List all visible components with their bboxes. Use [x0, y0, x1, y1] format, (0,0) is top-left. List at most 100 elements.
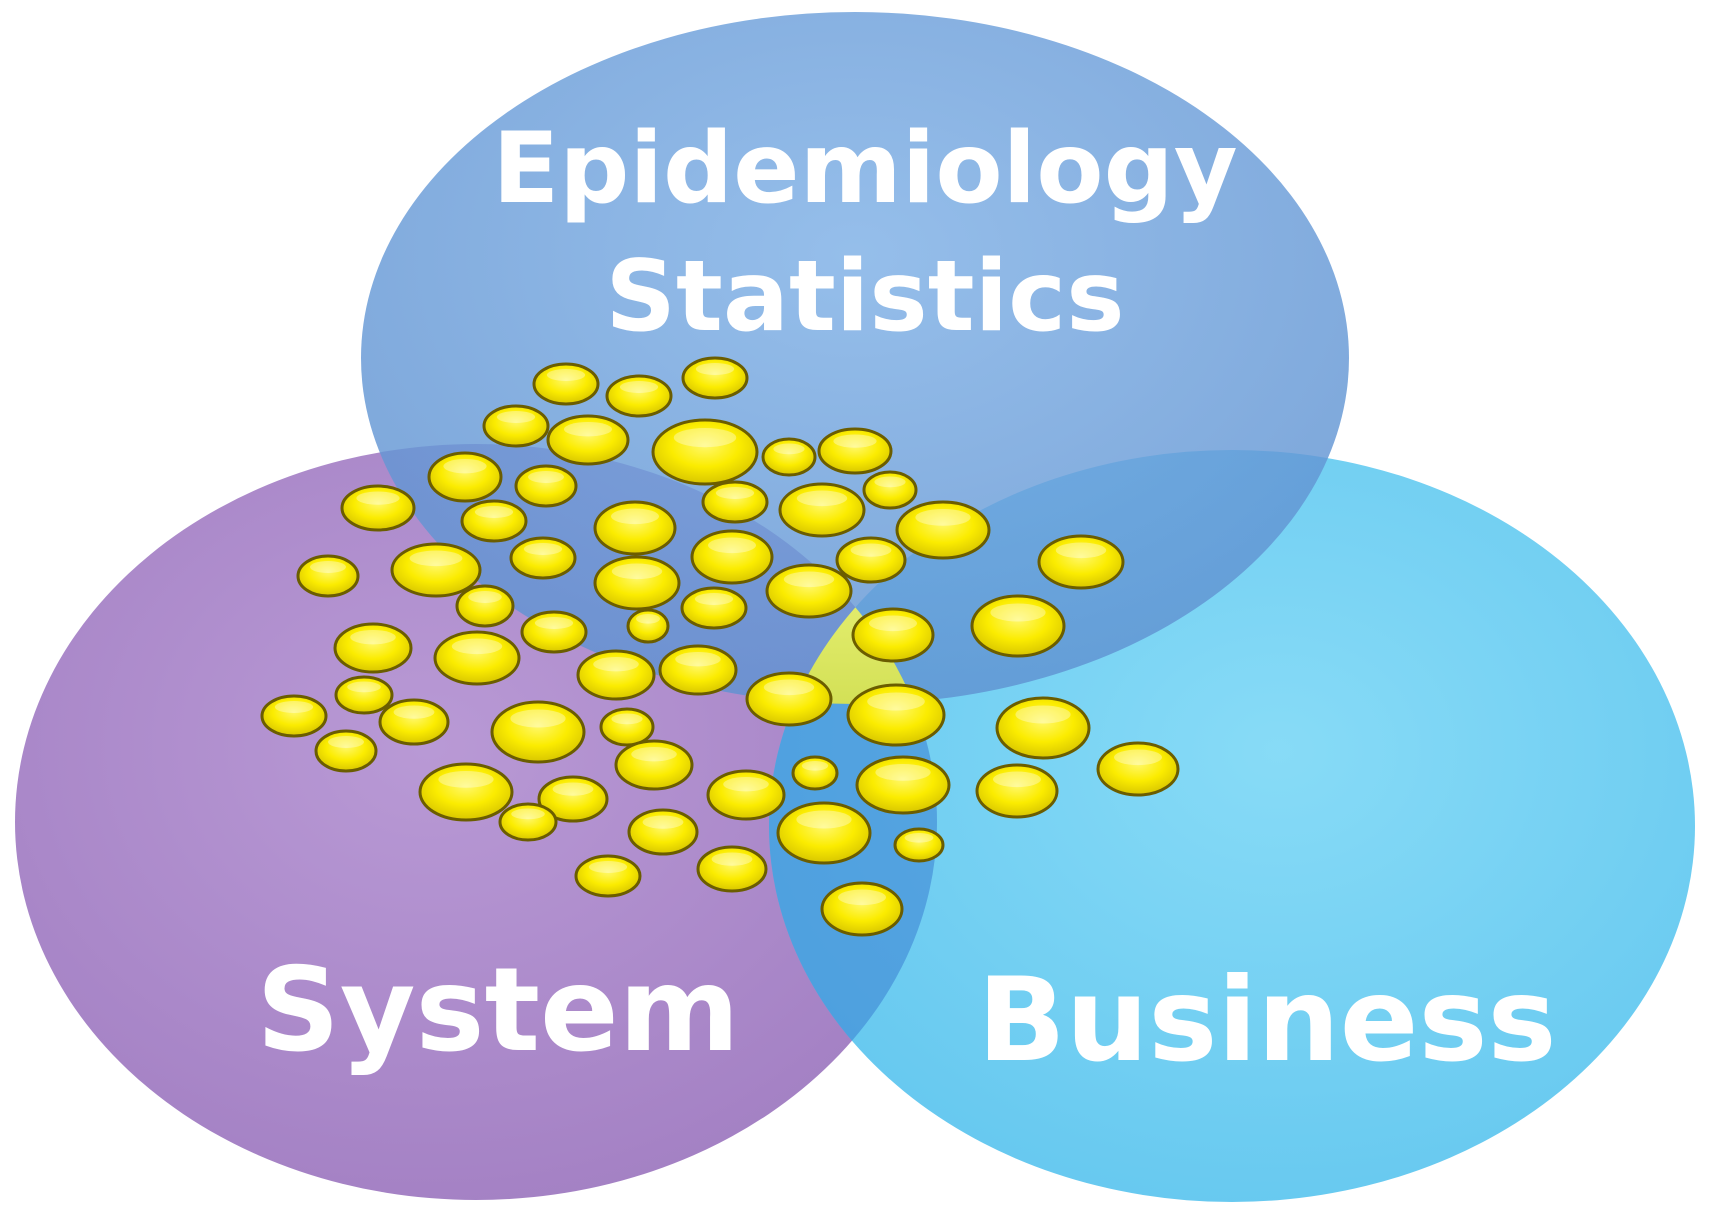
bubble-highlight [1055, 542, 1107, 559]
bubble-highlight [915, 509, 971, 526]
bubble-highlight [990, 603, 1046, 622]
bubble-highlight [796, 490, 848, 507]
bubble-highlight [564, 422, 612, 437]
bubble-highlight [801, 761, 829, 771]
bubble [851, 607, 935, 663]
bubble [855, 755, 951, 815]
bubble [605, 374, 673, 418]
bubble-highlight [1114, 749, 1162, 766]
bubble-highlight [833, 434, 877, 448]
bubble-highlight [783, 571, 835, 588]
bubble [509, 536, 577, 580]
bubble [593, 500, 677, 556]
bubble [482, 404, 550, 448]
bubble [975, 763, 1059, 819]
bubble [681, 356, 749, 400]
bubble [460, 499, 528, 543]
bubble-highlight [393, 705, 435, 719]
bubble-highlight [310, 561, 346, 573]
bubble-highlight [328, 736, 364, 748]
bubble [532, 362, 600, 406]
epidemiology-label: Epidemiology [492, 112, 1237, 226]
bubble-highlight [850, 543, 892, 557]
bubble [390, 542, 482, 598]
bubble-highlight [711, 852, 753, 866]
statistics-label: Statistics [605, 240, 1124, 354]
bubble-highlight [796, 810, 852, 829]
bubble-highlight [611, 563, 663, 580]
bubble [820, 881, 904, 937]
bubble [433, 630, 521, 686]
bubble [537, 775, 609, 823]
bubble [520, 610, 588, 654]
bubble [418, 762, 514, 822]
bubble [593, 555, 681, 611]
bubble [599, 707, 655, 747]
bubble [314, 729, 378, 773]
bubble-highlight [723, 777, 769, 792]
bubble [765, 563, 853, 619]
bubble [1096, 741, 1180, 797]
bubble [970, 594, 1066, 658]
bubble-highlight [875, 764, 931, 781]
bubble-highlight [631, 747, 677, 762]
bubble [701, 480, 769, 524]
bubble-cluster [260, 356, 1180, 937]
bubble-highlight [511, 808, 545, 820]
bubble-highlight [695, 363, 735, 375]
bubble [1037, 534, 1125, 590]
bubble-highlight [523, 543, 563, 555]
bubble [761, 437, 817, 477]
bubble [427, 451, 503, 503]
bubble-highlight [528, 471, 564, 483]
bubble-highlight [708, 537, 756, 554]
bubble [893, 827, 945, 863]
bubble [776, 801, 872, 865]
bubble [995, 696, 1091, 760]
bubble-highlight [611, 713, 643, 725]
business-label: Business [977, 953, 1556, 1088]
bubble-highlight [611, 508, 659, 525]
bubble [817, 427, 893, 475]
bubble [627, 808, 699, 856]
bubble-highlight [838, 889, 886, 906]
bubble-highlight [619, 381, 659, 393]
bubble [574, 854, 642, 898]
bubble [576, 649, 656, 701]
bubble [690, 529, 774, 585]
bubble [696, 845, 768, 893]
bubble [651, 418, 759, 486]
bubble-highlight [593, 657, 639, 672]
bubble-highlight [642, 815, 684, 829]
bubble [614, 739, 694, 791]
bubble-highlight [1015, 705, 1071, 724]
bubble-highlight [874, 476, 906, 488]
bubble [498, 802, 558, 842]
bubble [490, 700, 586, 764]
bubble [895, 500, 991, 560]
bubble [296, 554, 360, 598]
bubble [378, 698, 450, 746]
bubble [778, 482, 866, 538]
bubble-highlight [356, 491, 400, 505]
bubble-highlight [534, 617, 574, 629]
bubble-highlight [694, 593, 734, 605]
system-label: System [256, 943, 739, 1078]
bubble [658, 644, 738, 696]
bubble [835, 536, 907, 584]
bubble-highlight [773, 443, 805, 455]
bubble-highlight [904, 833, 934, 843]
bubble [745, 671, 833, 727]
bubble-highlight [409, 550, 463, 567]
bubble [546, 414, 630, 466]
bubble-highlight [869, 615, 917, 632]
bubble [846, 683, 946, 747]
bubble [706, 769, 786, 821]
bubble-highlight [993, 771, 1041, 788]
bubble-highlight [763, 679, 815, 696]
bubble-highlight [451, 638, 503, 655]
bubble-highlight [675, 652, 721, 667]
bubble-highlight [867, 692, 925, 711]
bubble [340, 484, 416, 532]
